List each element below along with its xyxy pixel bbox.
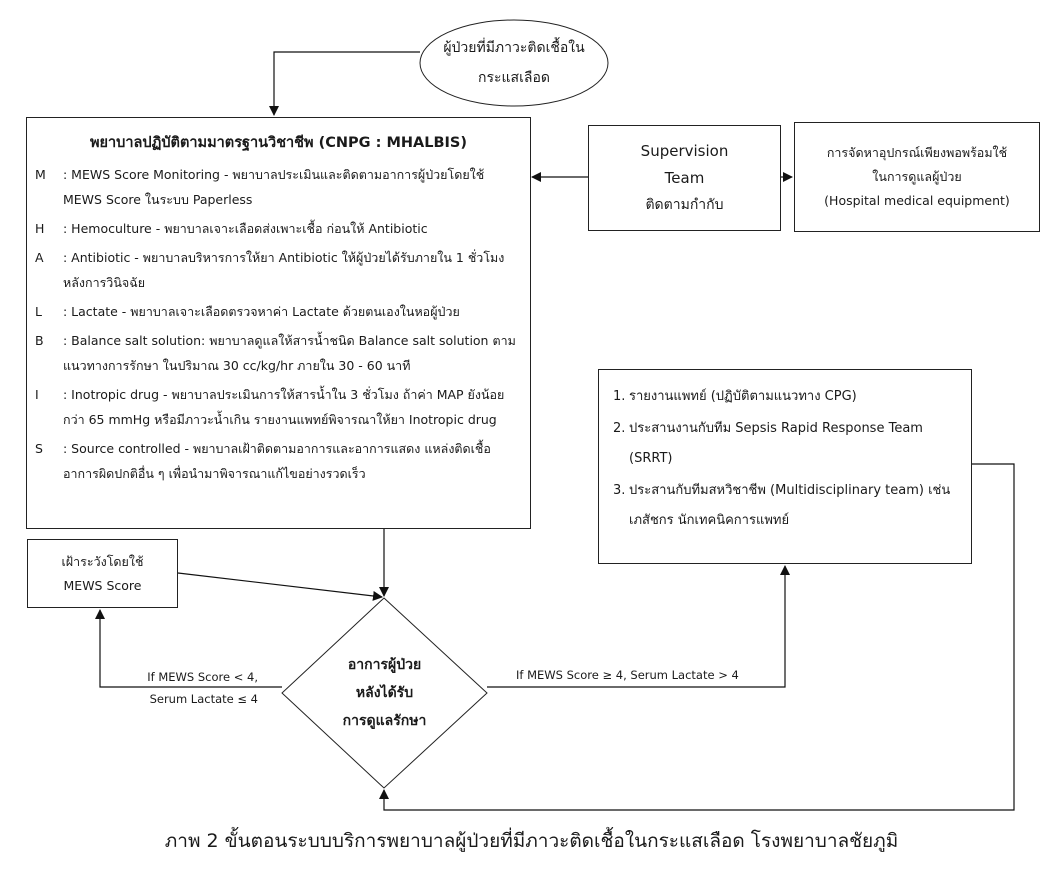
standard-key: L [35,304,42,319]
standard-text: : Source controlled - พยาบาลเฝ้าติดตามอา… [63,441,491,481]
action-item-2: 2. ประสานงานกับทีม Sepsis Rapid Response… [613,414,961,474]
supervision-team-box: Supervision Team ติดตามกำกับ [588,125,781,231]
standard-key: M [35,167,46,182]
edge-label-low-line-2: Serum Lactate ≤ 4 [149,692,258,706]
standard-text: : Balance salt solution: พยาบาลดูแลให้สา… [63,333,516,373]
action-number: 2. [613,421,626,436]
standard-item-i: I : Inotropic drug - พยาบาลประเมินการให้… [35,382,522,432]
standard-item-a: A : Antibiotic - พยาบาลบริหารการให้ยา An… [35,245,522,295]
standard-key: B [35,333,44,348]
connector-decision-to-monitor [95,609,282,688]
standard-text: : Antibiotic - พยาบาลบริหารการให้ยา Anti… [63,250,505,290]
supervision-title-line-1: Supervision [640,141,729,160]
standard-key: I [35,387,39,402]
escalation-actions-box: 1. รายงานแพทย์ (ปฏิบัติตามแนวทาง CPG) 2.… [598,369,972,564]
medical-equipment-box: การจัดหาอุปกรณ์เพียงพอพร้อมใช้ ในการดูแล… [794,122,1040,232]
edge-label-low-line-1: If MEWS Score < 4, [147,670,258,684]
action-text: ประสานงานกับทีม Sepsis Rapid Response Te… [629,421,923,466]
standard-key: A [35,250,44,265]
equipment-line-2: ในการดูแลผู้ป่วย [872,169,962,184]
equipment-line-3: (Hospital medical equipment) [824,193,1010,208]
action-text: ประสานกับทีมสหวิชาชีพ (Multidisciplinary… [629,483,951,528]
nursing-standards-box: พยาบาลปฏิบัติตามมาตรฐานวิชาชีพ (CNPG : M… [26,117,531,529]
standards-title: พยาบาลปฏิบัติตามมาตรฐานวิชาชีพ (CNPG : M… [89,135,467,151]
connector-monitor-to-decision [177,572,383,601]
standard-item-s: S : Source controlled - พยาบาลเฝ้าติดตาม… [35,436,522,486]
decision-diamond [281,597,488,789]
start-node: ผู้ป่วยที่มีภาวะติดเชื้อใน กระแสเลือด [420,20,608,106]
standard-item-b: B : Balance salt solution: พยาบาลดูแลให้… [35,328,522,378]
monitor-line-1: เฝ้าระวังโดยใช้ [61,553,144,569]
supervision-subtitle: ติดตามกำกับ [645,196,724,213]
start-line-1: ผู้ป่วยที่มีภาวะติดเชื้อใน [443,40,585,56]
connector-decision-to-actions [487,565,790,688]
figure-caption: ภาพ 2 ขั้นตอนระบบบริการพยาบาลผู้ป่วยที่ม… [164,830,899,852]
equipment-line-1: การจัดหาอุปกรณ์เพียงพอพร้อมใช้ [826,145,1008,160]
decision-line-1: อาการผู้ป่วย [347,657,422,673]
supervision-title-line-2: Team [664,168,705,187]
action-number: 3. [613,483,626,498]
action-item-1: 1. รายงานแพทย์ (ปฏิบัติตามแนวทาง CPG) [613,382,961,412]
start-line-2: กระแสเลือด [478,70,550,86]
standard-text: : Hemoculture - พยาบาลเจาะเลือดส่งเพาะเช… [63,221,428,236]
connector-start-to-standards [269,51,420,116]
standard-text: : MEWS Score Monitoring - พยาบาลประเมินแ… [63,167,485,207]
monitor-line-2: MEWS Score [63,577,142,593]
edge-label-high-risk: If MEWS Score ≥ 4, Serum Lactate > 4 [516,668,739,682]
standard-key: S [35,441,43,456]
standard-item-h: H : Hemoculture - พยาบาลเจาะเลือดส่งเพาะ… [35,216,522,241]
connector-actions-to-decision [379,463,1015,811]
action-text: รายงานแพทย์ (ปฏิบัติตามแนวทาง CPG) [629,389,857,404]
standard-item-m: M : MEWS Score Monitoring - พยาบาลประเมิ… [35,162,522,212]
decision-node: อาการผู้ป่วย หลังได้รับ การดูแลรักษา [282,598,487,788]
decision-line-3: การดูแลรักษา [342,713,427,729]
mews-monitoring-box: เฝ้าระวังโดยใช้ MEWS Score [27,539,178,608]
decision-line-2: หลังได้รับ [355,685,414,701]
standard-text: : Inotropic drug - พยาบาลประเมินการให้สา… [63,387,505,427]
action-number: 1. [613,389,626,404]
standard-key: H [35,221,45,236]
standard-text: : Lactate - พยาบาลเจาะเลือดตรวจหาค่า Lac… [63,304,460,319]
action-item-3: 3. ประสานกับทีมสหวิชาชีพ (Multidisciplin… [613,476,961,536]
edge-label-low-risk: If MEWS Score < 4, Serum Lactate ≤ 4 [128,666,258,710]
start-ellipse [419,19,609,107]
standard-item-l: L : Lactate - พยาบาลเจาะเลือดตรวจหาค่า L… [35,299,522,324]
